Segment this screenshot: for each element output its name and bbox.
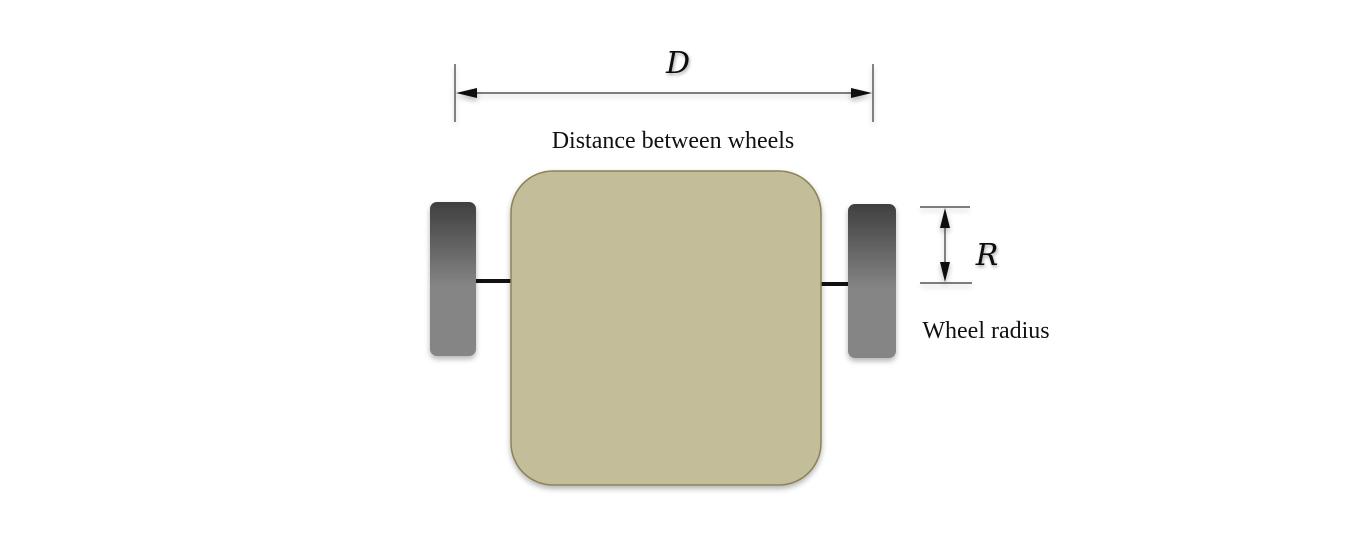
distance-symbol: D: [665, 46, 690, 81]
distance-dimension: [454, 64, 874, 122]
robot-body: [510, 170, 822, 486]
radius-dimension: [920, 206, 972, 284]
distance-arrow-right: [851, 88, 872, 98]
right-wheel: [848, 204, 896, 358]
distance-arrow-left: [456, 88, 477, 98]
radius-arrow-bottom: [940, 262, 950, 282]
radius-arrow-top: [940, 208, 950, 228]
radius-symbol: R: [975, 238, 999, 273]
radius-caption: Wheel radius: [922, 318, 1049, 344]
distance-caption: Distance between wheels: [552, 128, 795, 154]
left-wheel: [430, 202, 476, 356]
